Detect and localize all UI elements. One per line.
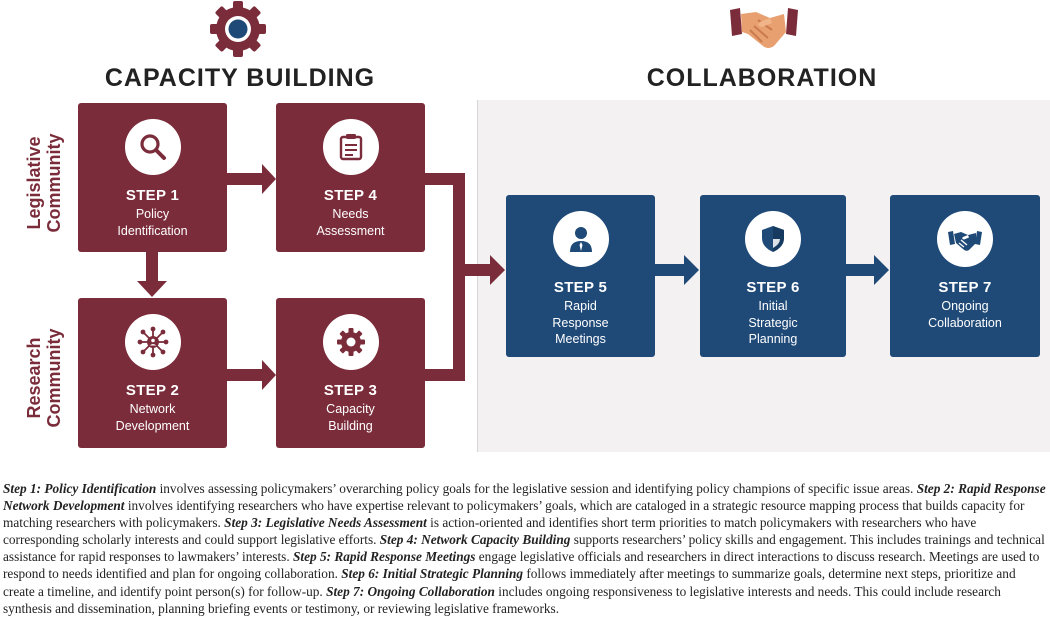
step-1-label: STEP 1	[125, 187, 180, 204]
step-7-label: STEP 7	[938, 279, 992, 296]
arrow-step2-to-step3	[227, 369, 263, 381]
steps-description: Step 1: Policy Identification involves a…	[3, 480, 1046, 617]
arrow-step2-to-step3-head	[262, 360, 276, 390]
network-icon	[137, 326, 168, 358]
step-2-label: STEP 2	[125, 382, 180, 399]
arrow-merge-to-step5	[465, 264, 492, 276]
handshake-icon	[948, 231, 982, 251]
step-5-label: STEP 5	[553, 279, 608, 296]
desc-step-3-title: Step 3: Legislative Needs Assessment	[224, 515, 427, 531]
step-3-label: STEP 3	[323, 382, 378, 399]
step-2-card: STEP 2 Network Development	[78, 298, 227, 448]
arrow-step5-to-step6-head	[684, 255, 699, 285]
step-1-text: Policy Identification	[117, 207, 188, 238]
connector-step3-out	[425, 369, 465, 381]
capacity-building-title: CAPACITY BUILDING	[104, 64, 376, 92]
step-5-text: Rapid Response Meetings	[552, 299, 609, 346]
person-icon	[569, 227, 592, 252]
step-4-label: STEP 4	[323, 187, 378, 204]
connector-arrows	[137, 164, 889, 390]
arrow-step1-to-step2-head	[137, 281, 167, 297]
step-7-icon-circle	[937, 211, 993, 267]
desc-step-4-title: Step 4: Network Capacity Building	[379, 532, 571, 548]
desc-step-7-body: includes ongoing responsiveness to legis…	[3, 583, 1001, 616]
step-6-text: Initial Strategic Planning	[748, 299, 798, 346]
step-6-icon-circle	[745, 211, 801, 267]
arrow-step6-to-step7	[846, 264, 876, 276]
step-4-text: Needs Assessment	[316, 207, 385, 238]
desc-step-1-title: Step 1: Policy Identification	[3, 481, 157, 496]
step-1-card: STEP 1 Policy Identification	[78, 103, 227, 252]
desc-step-7-title: Step 7: Ongoing Collaboration	[326, 583, 495, 599]
step-6-label: STEP 6	[746, 279, 800, 296]
desc-step-3-body: is action-oriented and identifies short …	[3, 515, 977, 548]
arrow-step6-to-step7-head	[874, 255, 889, 285]
step-4-card: STEP 4 Needs Assessment	[276, 103, 425, 252]
step-5-card: STEP 5 Rapid Response Meetings	[506, 195, 655, 357]
arrow-step1-to-step4-head	[262, 164, 276, 194]
connector-vertical	[453, 173, 465, 381]
desc-step-6-body: follows immediately after meetings to su…	[3, 566, 1016, 599]
gear-icon	[336, 328, 365, 356]
handshake-icon	[730, 8, 798, 48]
step-3-card: STEP 3 Capacity Building	[276, 298, 425, 448]
desc-step-6-title: Step 6: Initial Strategic Planning	[341, 566, 524, 582]
step-1-icon-circle	[124, 119, 181, 175]
step-2-text: Network Development	[115, 402, 190, 433]
step-3-icon-circle	[322, 314, 379, 370]
desc-step-2-body: involves identifying researchers who hav…	[3, 498, 1025, 531]
gear-icon	[210, 1, 266, 57]
step-3-text: Capacity Building	[326, 402, 375, 433]
desc-step-5-body: engage legislative officials and researc…	[3, 549, 1040, 582]
arrow-step5-to-step6	[655, 264, 686, 276]
step-2-icon-circle	[124, 314, 181, 370]
arrow-merge-to-step5-head	[490, 255, 505, 285]
collaboration-title: COLLABORATION	[646, 64, 878, 92]
desc-step-4-body: supports researchers’ policy skills and …	[3, 532, 1045, 565]
search-icon	[139, 134, 166, 160]
step-5-icon-circle	[552, 211, 609, 267]
step-6-card: STEP 6 Initial Strategic Planning	[700, 195, 846, 357]
clipboard-icon	[339, 134, 362, 161]
arrow-step1-to-step2	[146, 252, 158, 282]
arrow-step1-to-step4	[227, 173, 263, 185]
desc-step-5-title: Step 5: Rapid Response Meetings	[292, 549, 476, 565]
step-4-icon-circle	[322, 119, 379, 175]
step-7-card: STEP 7 Ongoing Collaboration	[890, 195, 1040, 357]
step-7-text: Ongoing Collaboration	[928, 299, 1002, 330]
shield-icon	[762, 226, 784, 252]
desc-step-1-body: involves assessing policymakers’ overarc…	[156, 481, 917, 496]
desc-step-2-title: Step 2: Rapid Response Network Developme…	[3, 481, 1046, 514]
